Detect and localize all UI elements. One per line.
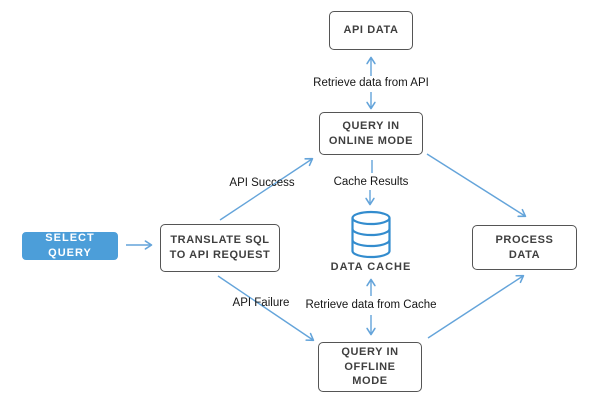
edge-offline-to-process [427, 274, 525, 339]
label-api-success: API Success [229, 177, 295, 189]
label-api-failure: API Failure [232, 297, 290, 309]
node-query-offline-mode: QUERY IN OFFLINE MODE [318, 342, 422, 392]
label-cache-results: Cache Results [333, 176, 409, 188]
edge-api-failure [217, 275, 315, 342]
node-process-data: PROCESS DATA [472, 225, 577, 270]
label-retrieve-data-from-cache: Retrieve data from Cache [305, 299, 437, 311]
node-translate-sql-to-api-request: TRANSLATE SQL TO API REQUEST [160, 224, 280, 272]
select-query-button: SELECT QUERY [22, 232, 118, 260]
database-icon [351, 210, 391, 259]
edge-api-success [219, 157, 314, 221]
edge-online-to-process [426, 153, 527, 218]
node-data-cache-label: DATA CACHE [330, 261, 412, 273]
node-query-online-mode: QUERY IN ONLINE MODE [319, 112, 423, 155]
node-api-data: API DATA [329, 11, 413, 50]
label-retrieve-data-from-api: Retrieve data from API [313, 77, 429, 89]
